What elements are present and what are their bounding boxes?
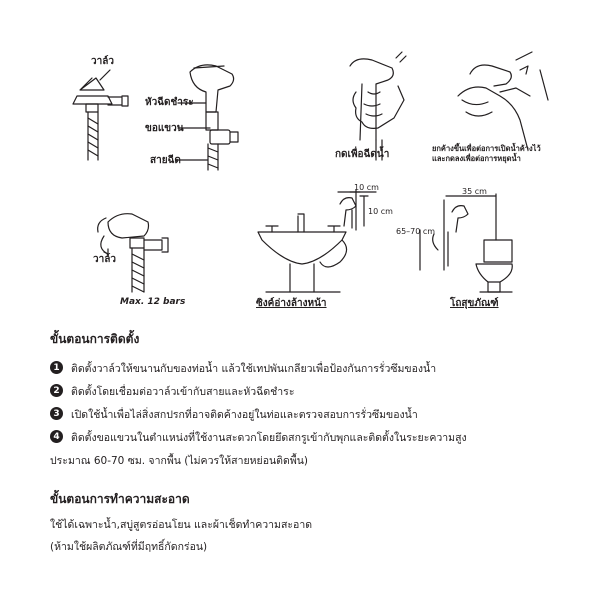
basin-illustration [257,189,377,293]
label-max-pressure: Max. 12 bars [120,297,186,307]
label-valve-top: วาล์ว [91,56,114,67]
label-lift-note: ยกค้างขึ้นเพื่อต่อการเปิดน้ำค้างไว้ และก… [432,144,541,164]
step-number-badge: 2 [50,384,63,397]
step-text: ติดตั้งขอแขวนในตำแหน่งที่ใช้งานสะดวกโดยย… [71,432,467,444]
hand-lift-illustration [457,51,549,151]
dim-basin-horizontal: 10 cm [354,183,379,192]
hand-press-illustration [349,51,407,161]
step-text: ติดตั้งโดยเชื่อมต่อวาล์วเข้ากับสายและหัว… [71,386,295,398]
label-spray-head: หัวฉีดชำระ [145,97,194,108]
spray-head-illustration [177,64,239,171]
caption-toilet: โถสุขภัณฑ์ [450,298,499,309]
cleaning-heading: ขั้นตอนการทำความสะอาด [50,492,190,506]
step-text: เปิดใช้น้ำเพื่อไล่สิ่งสกปรกที่อาจติดค้าง… [71,409,418,421]
installation-step-1: 1 ติดตั้งวาล์วให้ขนานกับของท่อน้ำ แล้วใช… [50,360,436,377]
installation-step-2: 2 ติดตั้งโดยเชื่อมต่อวาล์วเข้ากับสายและห… [50,383,294,400]
step-text: ติดตั้งวาล์วให้ขนานกับของท่อน้ำ แล้วใช้เ… [71,363,437,375]
label-holder: ขอแขวน [145,123,184,134]
installation-step-3: 3 เปิดใช้น้ำเพื่อไล่สิ่งสกปรกที่อาจติดค้… [50,406,418,423]
step-number-badge: 1 [50,361,63,374]
caption-basin: ซิงค์อ่างล้างหน้า [256,298,327,309]
lift-note-line-1: ยกค้างขึ้นเพื่อต่อการเปิดน้ำค้างไว้ [432,144,541,153]
step-number-badge: 4 [50,430,63,443]
valve-hose-illustration [72,69,129,161]
dim-toilet-height: 65–70 cm [396,227,436,236]
installation-heading: ขั้นตอนการติดตั้ง [50,332,140,346]
lift-note-line-2: และกดลงเพื่อต่อการหยุดน้ำ [432,154,521,164]
installation-step-4: 4 ติดตั้งขอแขวนในตำแหน่งที่ใช้งานสะดวกโด… [50,429,467,446]
dim-basin-vertical: 10 cm [368,207,393,216]
label-valve-bottom: วาล์ว [93,254,116,265]
valve-rotation-illustration [97,213,169,293]
cleaning-warning: (ห้ามใช้ผลิตภัณฑ์ที่มีฤทธิ์กัดกร่อน) [50,541,208,553]
toilet-illustration [419,193,513,293]
label-press-to-spray: กดเพื่อฉีดน้ำ [335,149,390,160]
dim-toilet-horizontal: 35 cm [462,187,487,196]
step-number-badge: 3 [50,407,63,420]
installation-diagram [72,51,549,293]
installation-step-4-continued: ประมาณ 60-70 ซม. จากพื้น (ไม่ควรให้สายหย… [50,455,309,467]
cleaning-instruction: ใช้ได้เฉพาะน้ำ,สบู่สูตรอ่อนโยน และผ้าเช็… [50,519,313,531]
label-hose: สายฉีด [150,155,181,166]
